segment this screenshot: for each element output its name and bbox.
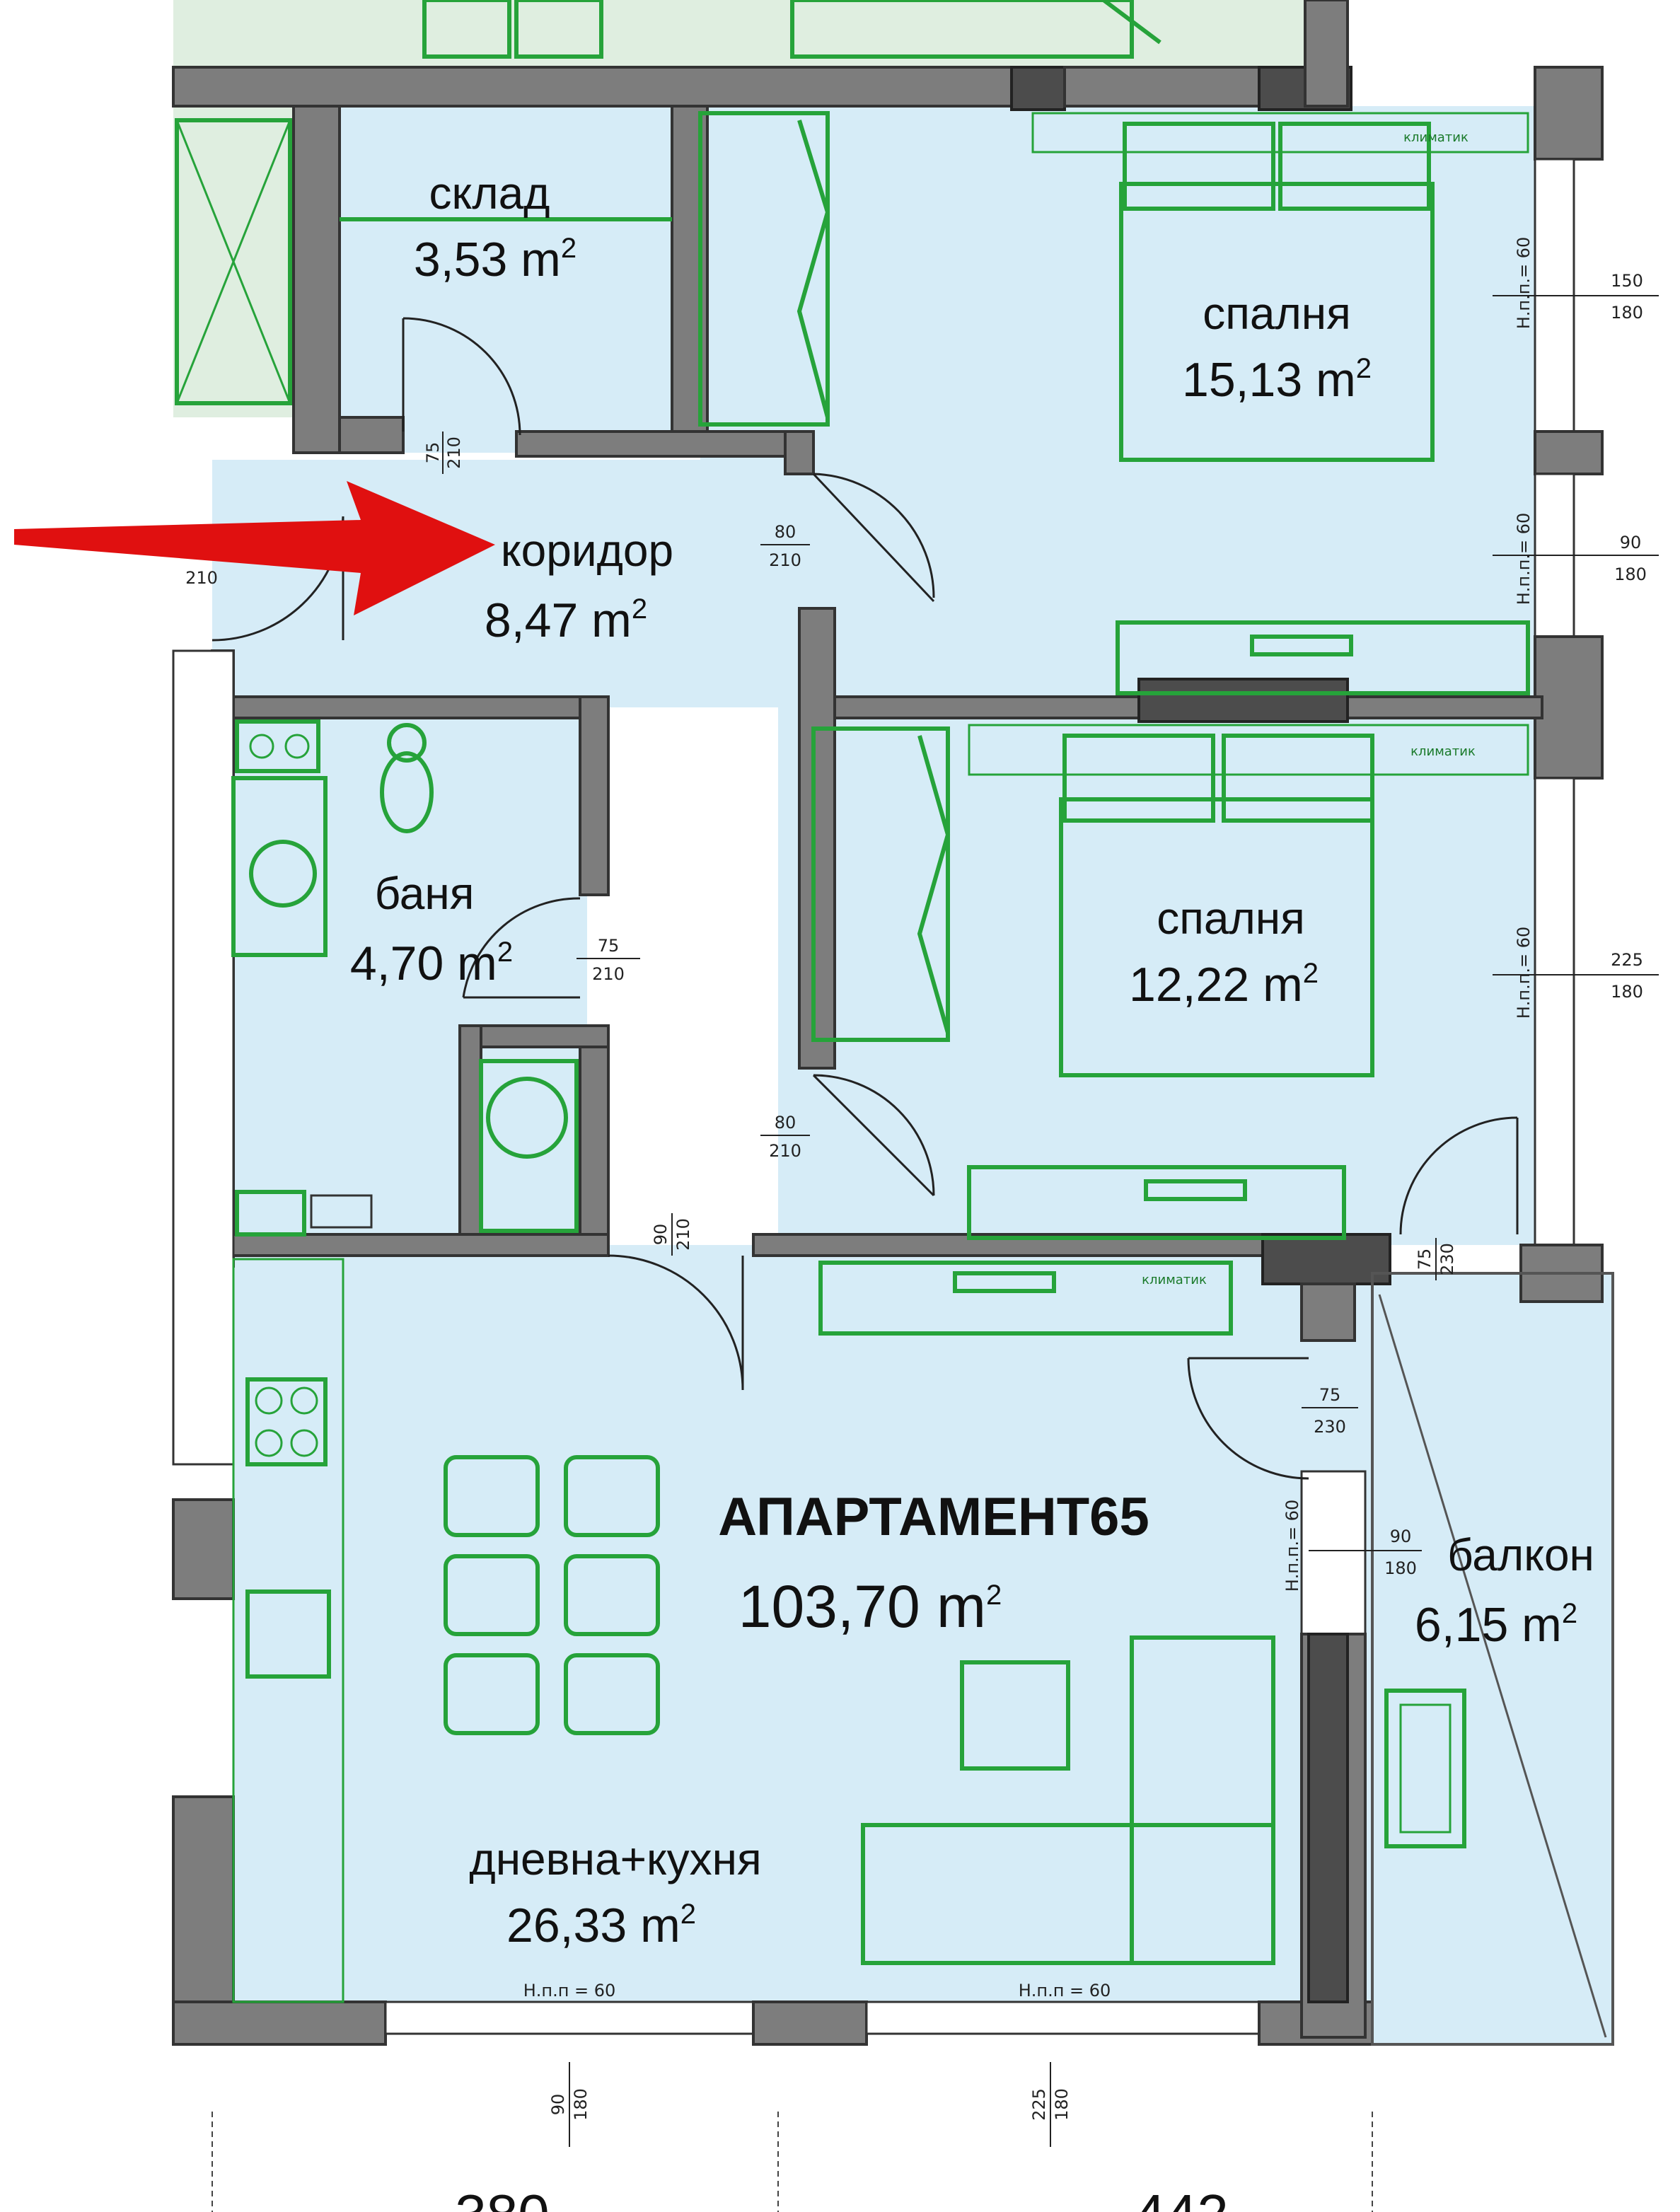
room-labels: склад 3,53 m2 спалня 15,13 m2 коридор 8,… [350,168,1594,1952]
corridor-name: коридор [501,525,673,576]
bedroom1-name: спалня [1203,288,1351,339]
bottom-dim-left: 380 [455,2183,549,2212]
living-balcony-door-h: 230 [1314,1417,1346,1437]
balcony-area: 6,15 m [1415,1598,1562,1652]
balcony-name: балкон [1447,1529,1594,1580]
living-balcony-door-w: 75 [1319,1385,1341,1405]
corridor-area: 8,47 m [485,593,632,647]
storage-area: 3,53 m [414,233,561,286]
stair-shaft [175,118,292,405]
storage-door-w: 75 [423,442,443,464]
bedroom1-window-a-w: 150 [1611,271,1643,291]
apartment-title: АПАРТАМЕНТ65 [718,1487,1149,1547]
window-dimensions: 150 180 90 180 225 180 90 180 90 180 225… [548,271,1659,2147]
bedroom1-area: 15,13 m [1182,353,1356,407]
living-door-h: 210 [673,1218,693,1251]
bedroom1-door-w: 80 [775,522,796,542]
furniture [231,111,1530,2003]
sill-label-living-bottom-left: Н.п.п = 60 [523,1981,616,2000]
storage-name: склад [429,168,550,219]
corridor-area-sup: 2 [632,593,647,625]
living-side-window-h: 180 [1384,1558,1417,1578]
svg-text:103,70 m2: 103,70 m2 [738,1573,1002,1640]
living-bottom-right-window-w: 225 [1029,2088,1049,2121]
bathroom-area: 4,70 m [350,937,497,990]
svg-text:8,47 m2: 8,47 m2 [485,593,647,647]
living-door-w: 90 [651,1224,671,1246]
sill-labels: Н.п.п.= 60 Н.п.п.= 60 Н.п.п.= 60 Н.п.п.=… [523,237,1534,2000]
bedroom2-name: спалня [1157,893,1305,944]
living-name: дневна+кухня [469,1834,761,1884]
bathroom-name: баня [375,868,475,919]
bedroom2-balcony-door-w: 75 [1415,1249,1435,1270]
sill-label-living-bottom-right: Н.п.п = 60 [1019,1981,1111,2000]
entry-door-h: 210 [185,568,218,588]
bedroom2-area-sup: 2 [1303,958,1319,989]
sill-label-bed1-b: Н.п.п.= 60 [1514,513,1534,606]
svg-text:12,22 m2: 12,22 m2 [1129,958,1319,1012]
storage-door-h: 210 [444,436,464,469]
bedroom2-door-w: 80 [775,1113,796,1133]
bathroom-door-w: 75 [598,936,620,956]
bottom-dimensions: 380 442 [212,2112,1373,2212]
bedroom2-balcony-door-h: 230 [1437,1243,1457,1275]
ac-label-bedroom2: климатик [1410,744,1476,759]
living-area-sup: 2 [680,1899,696,1930]
balcony-area-sup: 2 [1562,1598,1577,1629]
bathroom-area-sup: 2 [497,937,513,968]
bathroom-door-h: 210 [592,964,625,984]
door-dimensions: 75 210 210 80 210 75 210 80 210 90 210 7… [185,432,1457,1437]
ac-label-bedroom1: климатик [1403,130,1468,145]
svg-text:4,70 m2: 4,70 m2 [350,937,513,990]
sill-label-bed2: Н.п.п.= 60 [1514,927,1534,1019]
living-bottom-right-window-h: 180 [1052,2088,1072,2121]
bedroom1-area-sup: 2 [1356,353,1372,384]
svg-text:6,15 m2: 6,15 m2 [1415,1598,1577,1652]
arrow-right-icon [14,481,495,615]
apartment-area: 103,70 m [738,1573,986,1640]
bedroom1-door-h: 210 [769,550,801,570]
sill-label-bed1-a: Н.п.п.= 60 [1514,237,1534,330]
bedroom1-window-b-w: 90 [1620,533,1642,552]
storage-area-sup: 2 [561,233,577,264]
bedroom2-window-h: 180 [1611,982,1643,1002]
ac-label-living: климатик [1142,1273,1207,1287]
svg-text:3,53 m2: 3,53 m2 [414,233,577,286]
living-bottom-left-window-w: 90 [548,2094,568,2116]
neighbor-top [173,0,1305,67]
walls [172,0,1614,2046]
svg-text:26,33 m2: 26,33 m2 [506,1899,696,1952]
living-bottom-left-window-h: 180 [571,2088,591,2121]
bedroom2-door-h: 210 [769,1141,801,1161]
bottom-dim-right: 442 [1134,2183,1228,2212]
bedroom1-window-b-h: 180 [1614,564,1647,584]
bedroom2-window-w: 225 [1611,950,1643,970]
bedroom1-window-a-h: 180 [1611,303,1643,323]
living-area: 26,33 m [506,1899,680,1952]
bedroom2-area: 12,22 m [1129,958,1303,1012]
room-fills [173,106,1613,2044]
apartment-area-sup: 2 [986,1580,1002,1611]
ac-labels: климатик климатик климатик [1142,130,1476,1287]
living-side-window-w: 90 [1390,1527,1412,1546]
svg-text:15,13 m2: 15,13 m2 [1182,353,1372,407]
sill-label-living-side: Н.п.п.= 60 [1282,1500,1302,1592]
